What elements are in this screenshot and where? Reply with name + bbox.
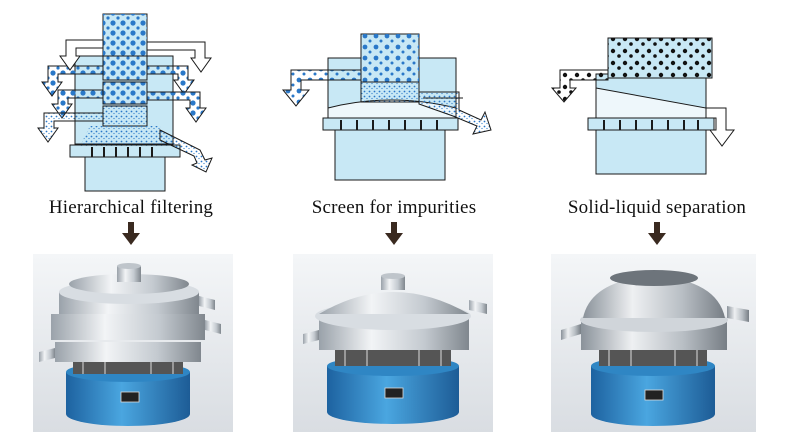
caption-hierarchical-filtering: Hierarchical filtering xyxy=(48,197,214,218)
panel-screen-for-impurities: Screen for impurities xyxy=(263,0,525,439)
panel-hierarchical-filtering: Hierarchical filtering xyxy=(0,0,262,439)
down-arrow-icon xyxy=(385,222,403,245)
three-deck-vibrating-sieve-icon xyxy=(33,254,233,432)
down-arrow-icon xyxy=(648,222,666,245)
single-deck-screen-diagram-icon xyxy=(281,33,492,181)
down-arrow-icon xyxy=(122,222,140,245)
slurry-screen-diagram-icon xyxy=(550,37,735,175)
panel-solid-liquid-separation: Solid-liquid separation xyxy=(526,0,788,439)
caption-solid-liquid-separation: Solid-liquid separation xyxy=(567,197,747,218)
slurry-vibrating-sieve-icon xyxy=(551,254,756,432)
single-deck-vibrating-sieve-icon xyxy=(293,254,493,432)
caption-screen-for-impurities: Screen for impurities xyxy=(311,197,477,218)
multi-deck-screen-diagram-icon xyxy=(37,13,213,192)
